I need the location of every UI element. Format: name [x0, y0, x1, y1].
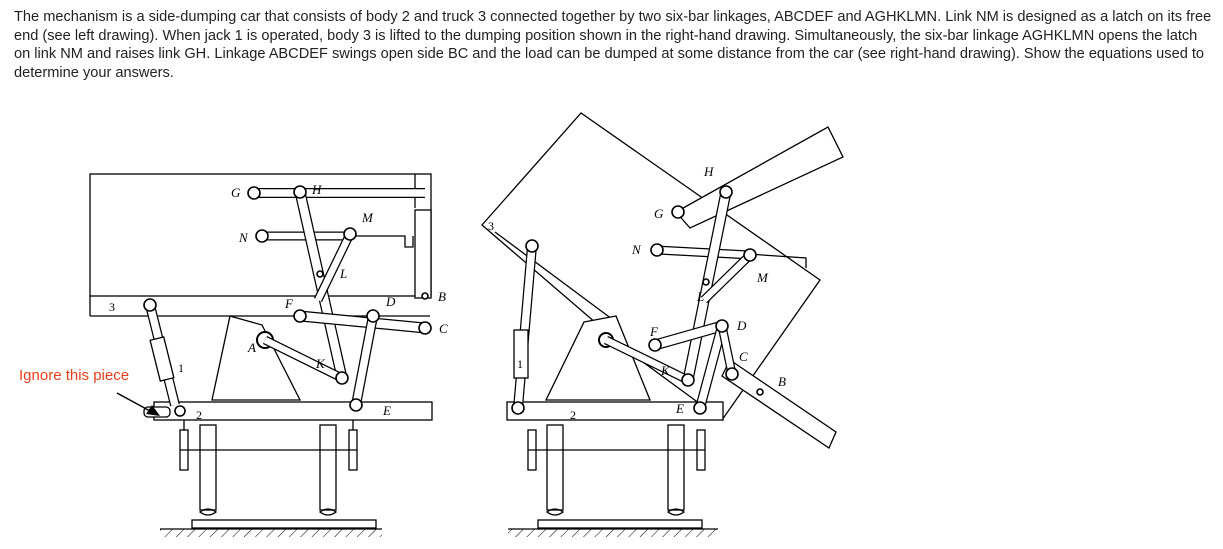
- annotation-arrowhead-icon: [146, 405, 160, 416]
- right-side-door: [721, 359, 837, 449]
- ignore-annotation: Ignore this piece: [19, 367, 160, 416]
- right-label-b: B: [778, 374, 786, 389]
- right-label-3: 3: [488, 219, 494, 233]
- left-label-n: N: [238, 230, 249, 245]
- left-label-f: F: [284, 296, 294, 311]
- right-label-l: L: [696, 289, 704, 304]
- right-labels: H G N M L D F C K B E 1 2 3: [488, 164, 786, 422]
- right-label-k: K: [660, 363, 671, 378]
- problem-statement: The mechanism is a side-dumping car that…: [14, 9, 1212, 81]
- left-hinge-bracket-a: [211, 315, 302, 401]
- right-label-h: H: [703, 164, 714, 179]
- left-label-2: 2: [196, 408, 202, 422]
- right-drawing: [481, 112, 844, 537]
- left-side-door: [414, 209, 432, 299]
- annotation-text: Ignore this piece: [19, 367, 129, 384]
- left-label-3: 3: [109, 300, 115, 314]
- right-label-1: 1: [517, 357, 523, 371]
- right-label-2: 2: [570, 408, 576, 422]
- left-label-e: E: [382, 403, 391, 418]
- left-label-1: 1: [178, 361, 184, 375]
- left-label-k: K: [315, 356, 326, 371]
- left-drawing: [89, 173, 433, 537]
- annotation-arrow: [116, 392, 151, 412]
- right-label-f: F: [649, 324, 659, 339]
- left-label-c: C: [439, 321, 448, 336]
- right-truck-frame: [506, 401, 724, 421]
- left-label-d: D: [385, 294, 396, 309]
- right-hinge-bracket: [544, 315, 651, 401]
- left-label-l: L: [339, 266, 347, 281]
- right-label-m: M: [756, 270, 769, 285]
- left-labels: G H M N L F D B C A K E 1 2 3: [109, 182, 448, 422]
- right-label-c: C: [739, 349, 748, 364]
- left-label-m: M: [361, 210, 374, 225]
- right-label-n: N: [631, 242, 642, 257]
- left-label-g: G: [231, 185, 241, 200]
- right-label-e: E: [675, 401, 684, 416]
- left-label-b: B: [438, 289, 446, 304]
- left-label-a: A: [247, 340, 256, 355]
- right-label-d: D: [736, 318, 747, 333]
- left-label-h: H: [311, 182, 322, 197]
- right-label-g: G: [654, 206, 664, 221]
